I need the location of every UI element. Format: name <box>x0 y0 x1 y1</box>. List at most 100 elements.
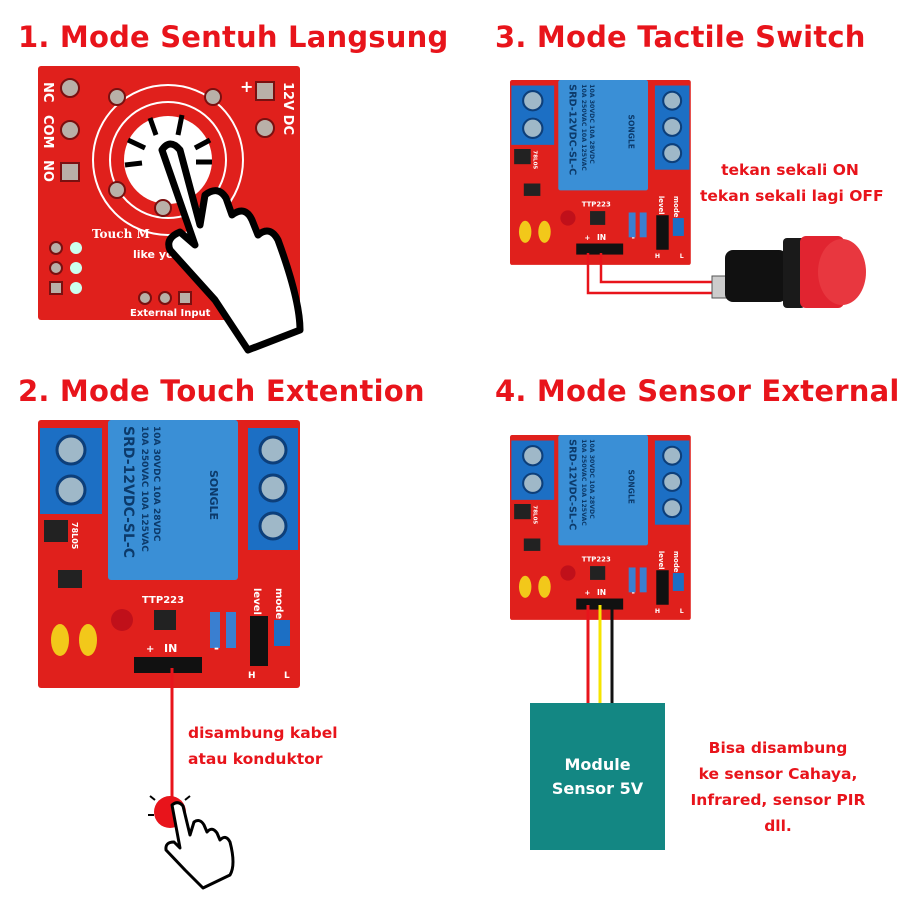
module-label: Sensor 5V <box>551 778 644 798</box>
pin-label-com: COM <box>40 115 55 149</box>
resistor <box>628 212 636 238</box>
capacitor <box>538 575 551 598</box>
sensor-module: Module Sensor 5V <box>530 703 665 850</box>
relay-model-label: SRD-12VDC-SL-C <box>566 84 577 175</box>
resistor <box>639 567 647 593</box>
ttp223-chip <box>154 610 176 630</box>
minus-label: - <box>631 232 634 242</box>
chip-label: TTP223 <box>582 200 611 208</box>
sensor-note-line: Infrared, sensor PIR <box>690 791 866 809</box>
resistor <box>628 567 636 593</box>
tactile-wires <box>586 253 715 295</box>
relay-rating-label: 10A 30VDC 10A 28VDC <box>588 439 595 519</box>
chip-label: TTP223 <box>142 595 184 606</box>
level-label: level <box>657 196 665 215</box>
in-label: IN <box>164 642 177 655</box>
resistor <box>639 212 647 238</box>
relay-rating-label: 10A 250VAC 10A 125VAC <box>580 84 587 171</box>
tactile-note-line: tekan sekali lagi OFF <box>700 187 884 205</box>
jumper-header <box>656 215 669 250</box>
input-header <box>134 657 202 673</box>
terminal-block-left <box>511 440 555 500</box>
chip-label: TTP223 <box>582 555 611 563</box>
power-label: 12V DC <box>280 82 295 135</box>
mode3-title: 3. Mode Tactile Switch <box>495 20 866 54</box>
in-label: IN <box>597 233 606 242</box>
sensor-note: Bisa disambung ke sensor Cahaya, Infrare… <box>680 735 876 839</box>
capacitor <box>518 575 532 598</box>
regulator-chip <box>44 520 68 542</box>
ttp223-chip <box>590 211 606 225</box>
led <box>560 565 576 581</box>
terminal-block-left <box>511 85 555 145</box>
relay-brand-label: SONGLE <box>627 470 636 504</box>
l-label: L <box>680 253 684 260</box>
plus-label: + <box>146 644 154 655</box>
regulator-label: 78L05 <box>70 522 79 550</box>
transistor <box>58 570 82 588</box>
capacitor <box>51 624 69 656</box>
push-button-icon <box>711 236 866 308</box>
h-label: H <box>655 253 660 260</box>
led <box>111 609 133 631</box>
terminal-block-right <box>654 85 690 170</box>
terminal-block-right <box>248 428 298 550</box>
terminal-block-left <box>40 428 102 514</box>
regulator-label: 78L05 <box>531 150 537 169</box>
jumper-cap <box>672 218 684 236</box>
jumper-cap <box>274 620 290 646</box>
relay-board-sensor: SRD-12VDC-SL-C 10A 250VAC 10A 125VAC 10A… <box>510 435 691 620</box>
relay: SRD-12VDC-SL-C 10A 250VAC 10A 125VAC 10A… <box>558 80 648 191</box>
pin-label-no: NO <box>40 160 55 182</box>
brand-sub-label: like yo <box>133 248 174 261</box>
resistor <box>226 612 236 648</box>
jumper-header <box>250 616 268 666</box>
minus-label: - <box>214 641 219 655</box>
regulator-chip <box>514 149 531 165</box>
relay-board-touch-extension: SRD-12VDC-SL-C 10A 250VAC 10A 125VAC 10A… <box>38 420 300 688</box>
module-label: Module <box>564 754 631 774</box>
sensor-note-line: dll. <box>764 817 792 835</box>
relay-rating-label: 10A 250VAC 10A 125VAC <box>580 439 587 526</box>
extension-wire <box>148 668 235 890</box>
plus-label: + <box>585 589 591 597</box>
pointing-hand-icon <box>124 114 304 354</box>
sensor-note-line: Bisa disambung <box>708 739 848 757</box>
hand-cursor-icon <box>164 801 235 890</box>
h-label: H <box>248 671 256 681</box>
relay-rating-label: 10A 30VDC 10A 28VDC <box>588 84 595 164</box>
input-header <box>576 598 624 610</box>
jumper-header <box>656 570 669 605</box>
minus-label: - <box>631 587 634 597</box>
sensor-note-line: ke sensor Cahaya, <box>698 765 858 783</box>
relay-brand-label: SONGLE <box>627 115 636 149</box>
resistor <box>210 612 220 648</box>
tactile-note-line: tekan sekali ON <box>721 161 859 179</box>
l-label: L <box>284 671 290 681</box>
extension-note-line: atau konduktor <box>188 750 323 768</box>
brand-label: Touch M <box>92 227 150 241</box>
regulator-chip <box>514 504 531 520</box>
mode2-title: 2. Mode Touch Extention <box>18 374 425 408</box>
jumper-cap <box>672 573 684 591</box>
relay-board-tactile: SRD-12VDC-SL-C 10A 250VAC 10A 125VAC 10A… <box>510 80 691 265</box>
relay: SRD-12VDC-SL-C 10A 250VAC 10A 125VAC 10A… <box>558 435 648 546</box>
level-label: level <box>657 551 665 570</box>
ttp223-chip <box>590 566 606 580</box>
relay-rating-label: 10A 30VDC 10A 28VDC <box>151 426 161 542</box>
relay-model-label: SRD-12VDC-SL-C <box>566 439 577 530</box>
power-plus-label: + <box>240 77 253 96</box>
mode-label: mode <box>273 588 284 619</box>
extension-note-line: disambung kabel <box>188 724 338 742</box>
in-label: IN <box>597 588 606 597</box>
level-label: level <box>251 588 262 615</box>
mode-label: mode <box>672 196 680 218</box>
input-header <box>576 243 624 255</box>
extension-note: disambung kabel atau konduktor <box>188 720 338 772</box>
led <box>560 210 576 226</box>
sensor-wires <box>586 605 614 712</box>
terminal-block-right <box>654 440 690 525</box>
h-label: H <box>655 608 660 615</box>
capacitor <box>79 624 97 656</box>
